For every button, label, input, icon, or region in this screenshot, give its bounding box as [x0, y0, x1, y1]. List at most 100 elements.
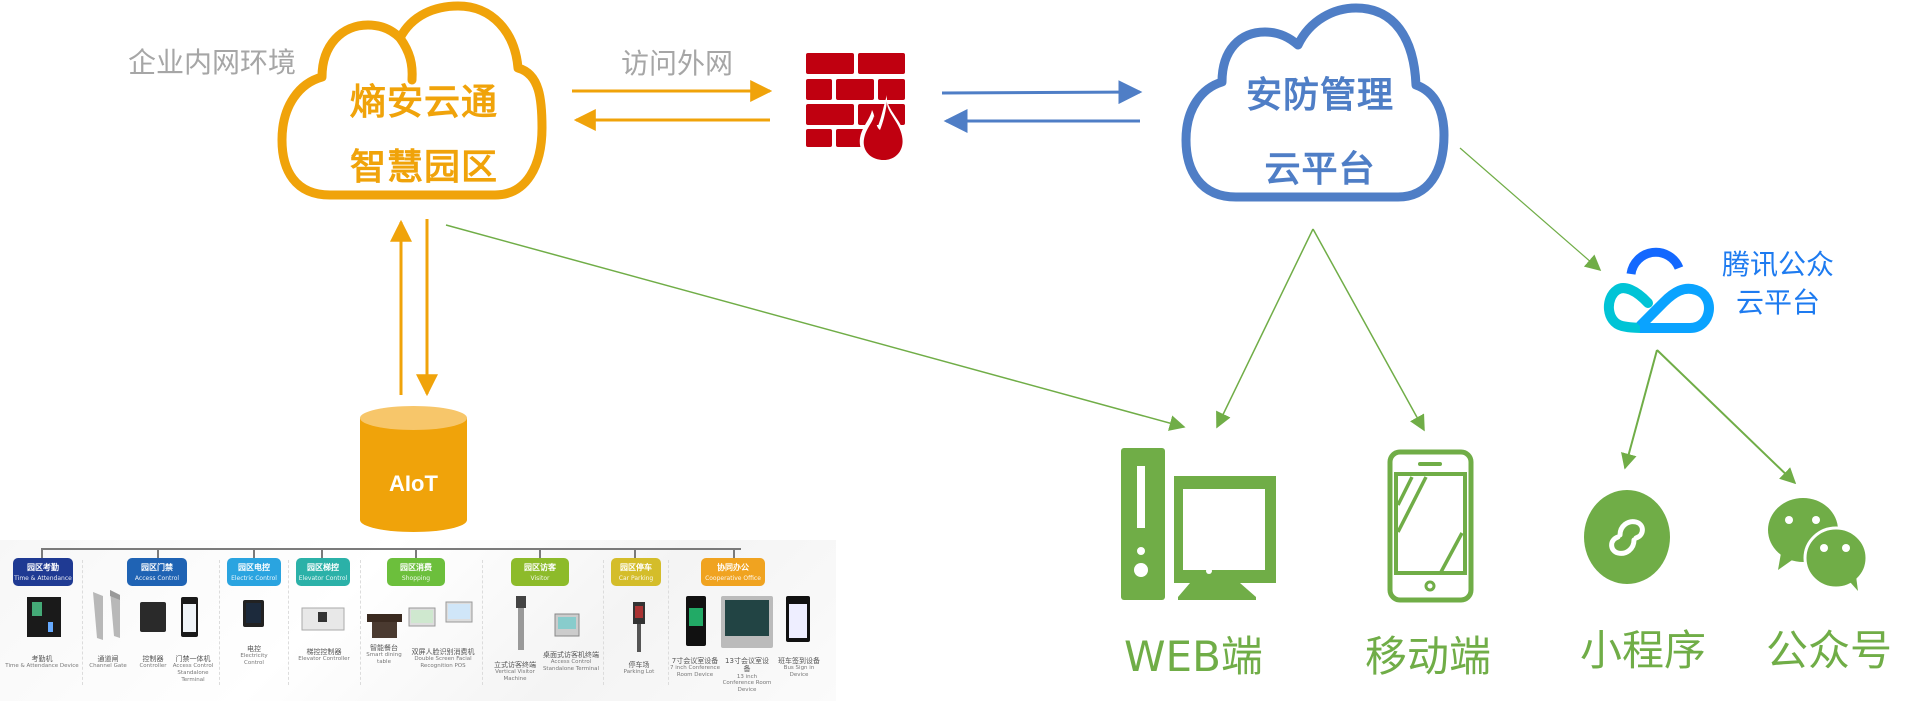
- category-cooperative-office: 协同办公 Cooperative Office: [701, 558, 765, 586]
- category-en: Access Control: [134, 575, 180, 582]
- device-zh: 电控: [247, 645, 261, 653]
- device-zh: 立式访客终端: [494, 661, 536, 669]
- strip-bus-line: [41, 548, 741, 550]
- device-zh: 13寸会议室设备: [725, 657, 769, 674]
- intranet-label: 企业内网环境: [128, 46, 297, 79]
- channel-gate-icon: [93, 590, 120, 640]
- parking-lot-icon: [633, 602, 645, 652]
- device-zh: 双屏人脸识别消费机: [411, 648, 475, 656]
- wechat-icon: [1768, 498, 1869, 591]
- controller-icon: [140, 602, 166, 632]
- web-endpoint-label: WEB端: [1124, 632, 1263, 681]
- device-en: Access Control Standalone Terminal: [172, 663, 214, 683]
- tencent-platform-line2: 云平台: [1735, 286, 1820, 319]
- device-en: 7 inch Conference Room Device: [670, 665, 720, 678]
- device-zh: 门禁一体机: [175, 655, 211, 663]
- tencent-platform-label: 腾讯公众 云平台: [1716, 246, 1840, 322]
- electric-control-icon: [243, 600, 264, 627]
- category-zh: 协同办公: [717, 563, 749, 572]
- separator: [603, 560, 604, 685]
- vertical-visitor-machine-icon: [516, 596, 526, 650]
- device-en: Elevator Controller: [298, 656, 350, 663]
- strip-drop: [415, 548, 417, 558]
- separator: [219, 560, 220, 685]
- bus-sign-device-icon: [786, 596, 810, 642]
- device-en: Smart dining table: [366, 652, 402, 665]
- category-en: Car Parking: [618, 575, 654, 582]
- device-zh: 通道闸: [97, 655, 119, 663]
- park-to-web-arrow: [445, 224, 1186, 431]
- category-en: Electric Control: [231, 575, 277, 582]
- strip-drop: [41, 548, 43, 558]
- device-zh: 控制器: [142, 655, 164, 663]
- device-en: Electricity Control: [240, 653, 268, 666]
- separator: [482, 560, 483, 685]
- tencent-cloud-icon: [1604, 247, 1714, 333]
- separator: [360, 560, 361, 685]
- device-zh: 班车签到设备: [778, 657, 820, 665]
- tencent-platform-line1: 腾讯公众: [1721, 248, 1834, 281]
- strip-drop: [733, 548, 735, 558]
- strip-drop: [321, 548, 323, 558]
- firewall-icon: [806, 53, 907, 163]
- security-platform-title-line1: 安防管理: [1245, 75, 1394, 116]
- desktop-computer-icon: [1121, 448, 1276, 600]
- device-en: Bus Sign in Device: [783, 665, 815, 678]
- elevator-controller-icon: [301, 607, 345, 631]
- smart-park-title-line1: 熵安云通: [350, 82, 499, 123]
- smart-park-title-line2: 智慧园区: [350, 147, 499, 188]
- device-en: Parking Lot: [623, 669, 655, 676]
- mobile-phone-icon: [1387, 449, 1474, 603]
- platform-to-tencent-arrow: [1459, 147, 1602, 272]
- mobile-endpoint-label: 移动端: [1365, 632, 1492, 681]
- mini-program-icon: [1584, 490, 1670, 584]
- category-access-control: 园区门禁 Access Control: [127, 558, 187, 586]
- category-zh: 园区门禁: [141, 563, 173, 572]
- category-zh: 园区停车: [620, 563, 652, 572]
- device-zh: 智能餐台: [370, 644, 398, 652]
- strip-drop: [539, 548, 541, 558]
- conference-13inch-icon: [721, 596, 773, 648]
- separator: [288, 560, 289, 685]
- device-en: Channel Gate: [89, 663, 127, 670]
- security-platform-cloud-icon: [1181, 3, 1449, 202]
- aiot-database-icon: [360, 406, 467, 532]
- strip-drop: [253, 548, 255, 558]
- strip-drop: [157, 548, 159, 558]
- smart-park-cloud-icon: [277, 1, 547, 200]
- access-external-label: 访问外网: [621, 47, 734, 80]
- miniprogram-endpoint-label: 小程序: [1580, 626, 1707, 675]
- device-zh: 考勤机: [31, 655, 53, 663]
- device-en: 13 inch Conference Room Device: [722, 673, 772, 693]
- category-car-parking: 园区停车 Car Parking: [611, 558, 661, 586]
- security-platform-title-line2: 云平台: [1264, 149, 1376, 190]
- device-images: [27, 590, 810, 652]
- platform-to-mobile-arrow: [1312, 228, 1425, 432]
- category-en: Visitor: [530, 575, 550, 582]
- device-en: Controller: [139, 663, 167, 670]
- smart-dining-table-icon: [367, 614, 402, 638]
- category-en: Cooperative Office: [705, 575, 761, 582]
- strip-drop: [634, 548, 636, 558]
- conference-7inch-icon: [686, 596, 706, 646]
- category-zh: 园区梯控: [307, 563, 339, 572]
